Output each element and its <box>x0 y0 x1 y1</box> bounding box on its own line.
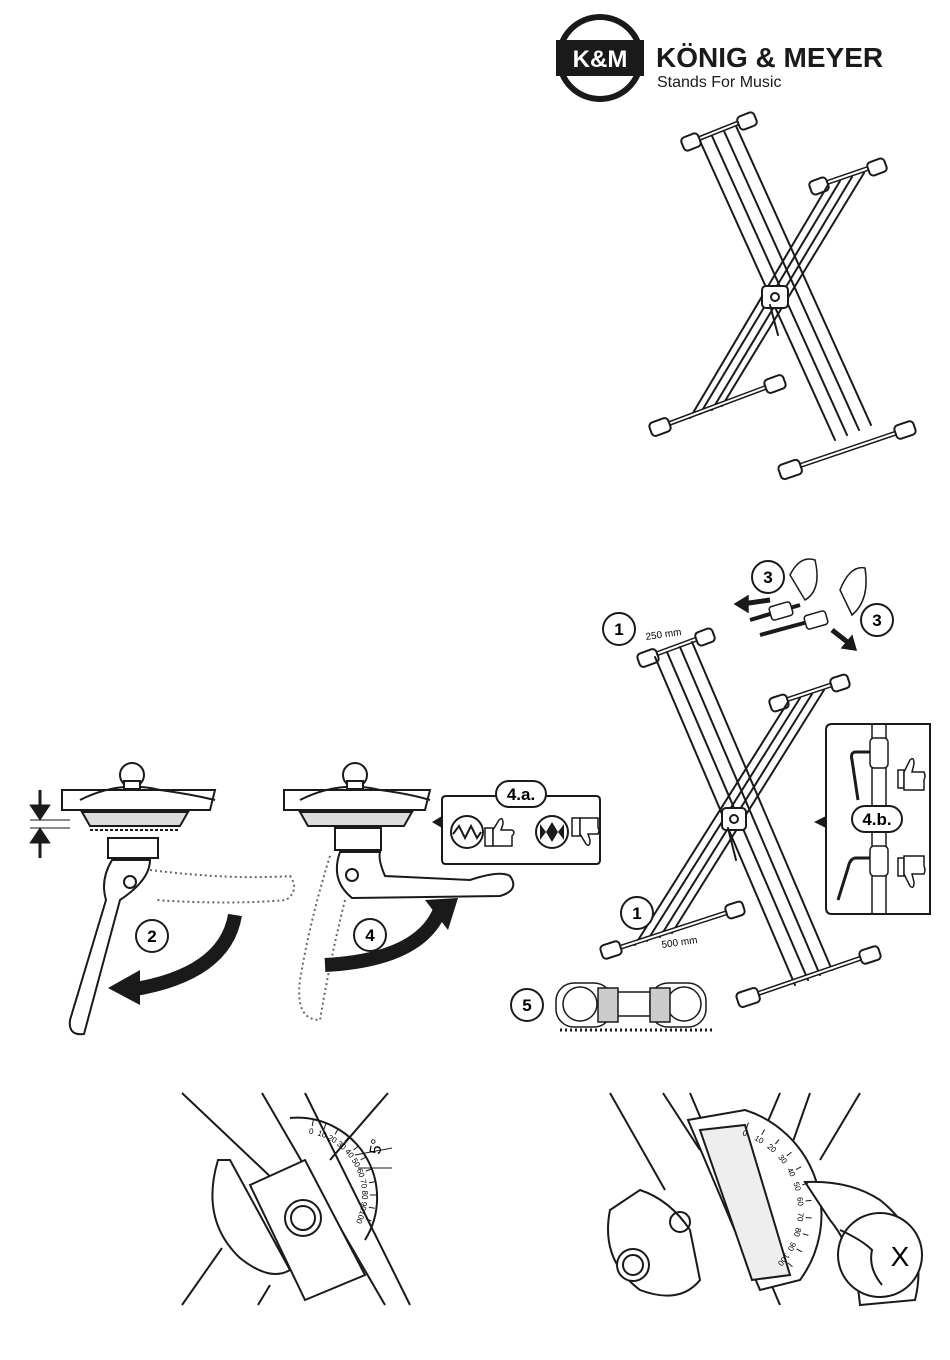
gauge-marker-x: X <box>891 1241 910 1272</box>
step-5-label: 5 <box>522 996 531 1015</box>
step-1-bottom-badge: 1 <box>621 897 653 929</box>
top-width-label: 250 mm <box>645 627 682 643</box>
angle-gauge-right <box>608 1093 922 1305</box>
gauge-tick-mark <box>806 1200 812 1201</box>
step-5-badge: 5 <box>511 989 543 1021</box>
gauge-tick-mark <box>366 1169 372 1171</box>
gauge-tick-mark <box>324 1124 326 1130</box>
brand-name: KÖNIG & MEYER <box>656 42 883 73</box>
gauge-tick-label: 70 <box>795 1212 805 1222</box>
keyboard-stand-overview <box>648 111 917 480</box>
step-1-top-badge: 1 <box>603 613 635 645</box>
step-2-badge: 2 <box>136 920 168 952</box>
gauge-tick-label: 0 <box>308 1127 314 1137</box>
bottom-width-label: 500 mm <box>661 935 698 951</box>
angle-gauge-left <box>182 1093 410 1305</box>
step-1-bottom-label: 1 <box>632 904 641 923</box>
km-logo: K&M <box>556 14 644 102</box>
step-1-top-label: 1 <box>614 620 623 639</box>
brand-tagline: Stands For Music <box>657 74 781 91</box>
callout-4a: 4.a. <box>432 781 600 864</box>
step-2-label: 2 <box>147 927 156 946</box>
logo-mark: K&M <box>573 46 628 73</box>
step-4a-label: 4.a. <box>507 785 535 804</box>
gauge-tick-mark <box>806 1218 812 1219</box>
gauge-tick-mark <box>369 1182 375 1183</box>
step-3-left-badge: 3 <box>752 561 784 593</box>
step-4-label: 4 <box>365 926 375 945</box>
gauge-tick-label: 60 <box>795 1197 805 1207</box>
gauge-tick-label: 70 <box>358 1179 369 1190</box>
gauge-tick-label: 60 <box>355 1167 367 1179</box>
gauge-tick-label: 100 <box>354 1209 367 1225</box>
callout-4b: 4.b. <box>814 724 930 914</box>
gauge-tick-mark <box>335 1129 338 1134</box>
angle-increment-label: 5° <box>367 1138 386 1156</box>
step-4-badge: 4 <box>354 919 386 951</box>
step-3-left-label: 3 <box>763 568 772 587</box>
gauge-tick-mark <box>354 1146 359 1150</box>
clamp-release-illustration <box>62 763 294 1034</box>
gauge-tick-mark <box>361 1157 366 1160</box>
step-3-right-badge: 3 <box>861 604 893 636</box>
gauge-tick-mark <box>369 1207 375 1208</box>
end-cap-leveling-illustration <box>556 983 712 1030</box>
gauge-tick-label: 80 <box>360 1191 369 1200</box>
step-4b-label: 4.b. <box>862 810 891 829</box>
gauge-tick-mark <box>312 1120 313 1126</box>
step-3-right-label: 3 <box>872 611 881 630</box>
